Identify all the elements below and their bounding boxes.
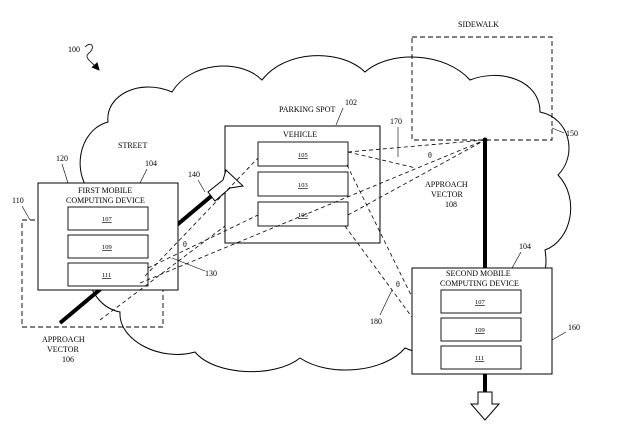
parking-spot-ref: 102 — [345, 98, 357, 107]
signal-line — [139, 139, 486, 284]
figure-ref-arrow — [84, 43, 100, 71]
second-device-ref-leader — [511, 251, 522, 269]
first-device-slot: 111 — [67, 262, 149, 287]
ref-130: 130 — [205, 269, 217, 278]
vehicle-slot: 105 — [257, 141, 349, 167]
parking-spot-label: PARKING SPOT — [279, 105, 336, 114]
ref-160-leader — [551, 331, 567, 341]
svg-text:105: 105 — [298, 152, 308, 159]
approach-vector-108-ref: 108 — [445, 200, 457, 209]
second-device-title-line2: COMPUTING DEVICE — [440, 279, 519, 288]
ref-140-leader — [197, 179, 206, 193]
ref-110: 110 — [12, 196, 24, 205]
first-device-title-line2: COMPUTING DEVICE — [66, 196, 145, 205]
street-label: STREET — [118, 141, 147, 150]
second-device-title-line1: SECOND MOBILE — [446, 269, 511, 278]
vehicle-slot: 103 — [257, 171, 349, 197]
signal-line — [347, 139, 486, 216]
approach-vector-108-line1: APPROACH — [425, 180, 468, 189]
ref-150: 150 — [566, 129, 578, 138]
street-cloud — [79, 55, 572, 373]
second-device-ref: 104 — [519, 242, 531, 251]
ref-110-leader — [21, 205, 31, 221]
sidewalk-label: SIDEWALK — [458, 20, 499, 29]
ref-160: 160 — [568, 323, 580, 332]
svg-text:109: 109 — [475, 327, 485, 334]
figure-ref-label: 100 — [68, 45, 80, 54]
signal-line — [347, 139, 486, 153]
signal-line — [99, 225, 226, 321]
theta-left: θ — [183, 240, 187, 249]
first-device-title-line1: FIRST MOBILE — [78, 186, 132, 195]
ref-150-leader — [551, 127, 565, 134]
first-device-ref-leader — [139, 168, 148, 184]
second-device-slot: 107 — [440, 289, 522, 314]
second-device-slot: 111 — [440, 345, 522, 370]
theta-top: θ — [428, 151, 432, 160]
svg-text:107: 107 — [102, 216, 113, 223]
svg-text:107: 107 — [475, 299, 486, 306]
signal-line — [144, 157, 259, 277]
svg-text:103: 103 — [298, 182, 308, 189]
ref-120: 120 — [56, 154, 68, 163]
first-device-ref: 104 — [145, 159, 157, 168]
ref-120-leader — [61, 163, 69, 184]
ref-170: 170 — [390, 117, 402, 126]
svg-text:109: 109 — [102, 244, 112, 251]
approach-vector-108-line2: VECTOR — [431, 190, 464, 199]
ref-180-leader — [379, 289, 393, 316]
ref-130-leader — [171, 257, 206, 272]
signal-line — [347, 151, 417, 169]
ref-140: 140 — [188, 170, 200, 179]
down-arrow — [469, 391, 501, 421]
theta-bottom: θ — [396, 280, 400, 289]
vehicle-slot: 105 — [257, 201, 349, 227]
svg-text:111: 111 — [475, 355, 484, 362]
vehicle-title: VEHICLE — [283, 130, 317, 139]
second-device-slot: 109 — [440, 317, 522, 342]
approach-vector-106-line1: APPROACH — [42, 335, 85, 344]
parking-spot-leader — [335, 107, 344, 126]
signal-line — [147, 214, 259, 269]
first-device-slot: 107 — [67, 206, 149, 231]
approach-vector-106-line2: VECTOR — [47, 345, 80, 354]
approach-vector-108-origin — [482, 137, 488, 143]
arrow-140 — [207, 169, 245, 202]
ref-180: 180 — [370, 317, 382, 326]
svg-text:111: 111 — [102, 272, 111, 279]
first-device-slot: 109 — [67, 234, 149, 259]
approach-vector-106-ref: 106 — [62, 355, 74, 364]
signal-line — [346, 164, 443, 359]
